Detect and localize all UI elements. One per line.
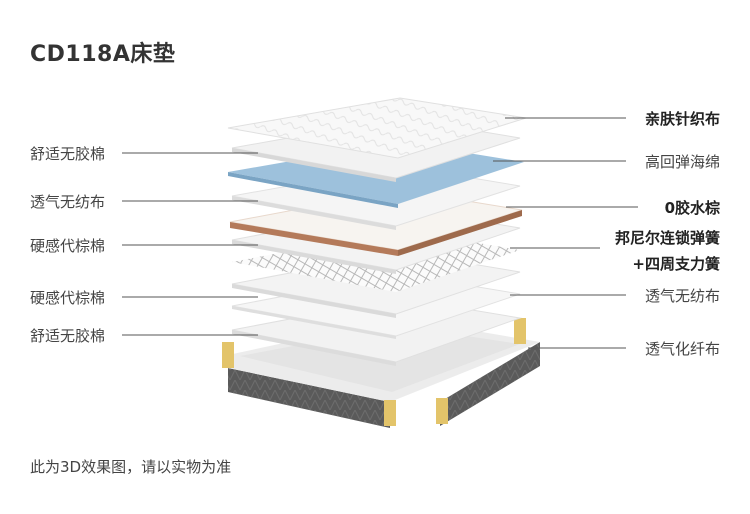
label-coir: 0胶水棕	[664, 199, 720, 217]
gold-corner-3	[436, 398, 448, 424]
label-comfort-foam-top: 舒适无胶棉	[30, 145, 106, 163]
label-synthetic-fabric: 透气化纤布	[644, 340, 720, 358]
page-title: CD118A床垫	[30, 42, 176, 67]
label-nonwoven-bottom: 透气无纺布	[644, 287, 720, 305]
label-springs-line2: +四周支力簧	[632, 255, 720, 273]
label-knit-fabric: 亲肤针织布	[644, 110, 720, 128]
label-comfort-foam-bottom: 舒适无胶棉	[30, 327, 106, 345]
label-nonwoven-top: 透气无纺布	[30, 193, 106, 211]
label-springs: 邦尼尔连锁弹簧 +四周支力簧	[615, 225, 720, 277]
label-hard-fiber-top: 硬感代棕棉	[30, 237, 106, 255]
gold-corner-2	[384, 400, 396, 426]
label-hr-foam: 高回弹海绵	[644, 153, 720, 171]
gold-corner-1	[222, 342, 234, 368]
gold-corner-4	[514, 318, 526, 344]
label-hard-fiber-bottom: 硬感代棕棉	[30, 289, 106, 307]
leader-lines	[122, 117, 638, 349]
footnote: 此为3D效果图，请以实物为准	[30, 458, 232, 476]
label-springs-line1: 邦尼尔连锁弹簧	[614, 229, 720, 247]
